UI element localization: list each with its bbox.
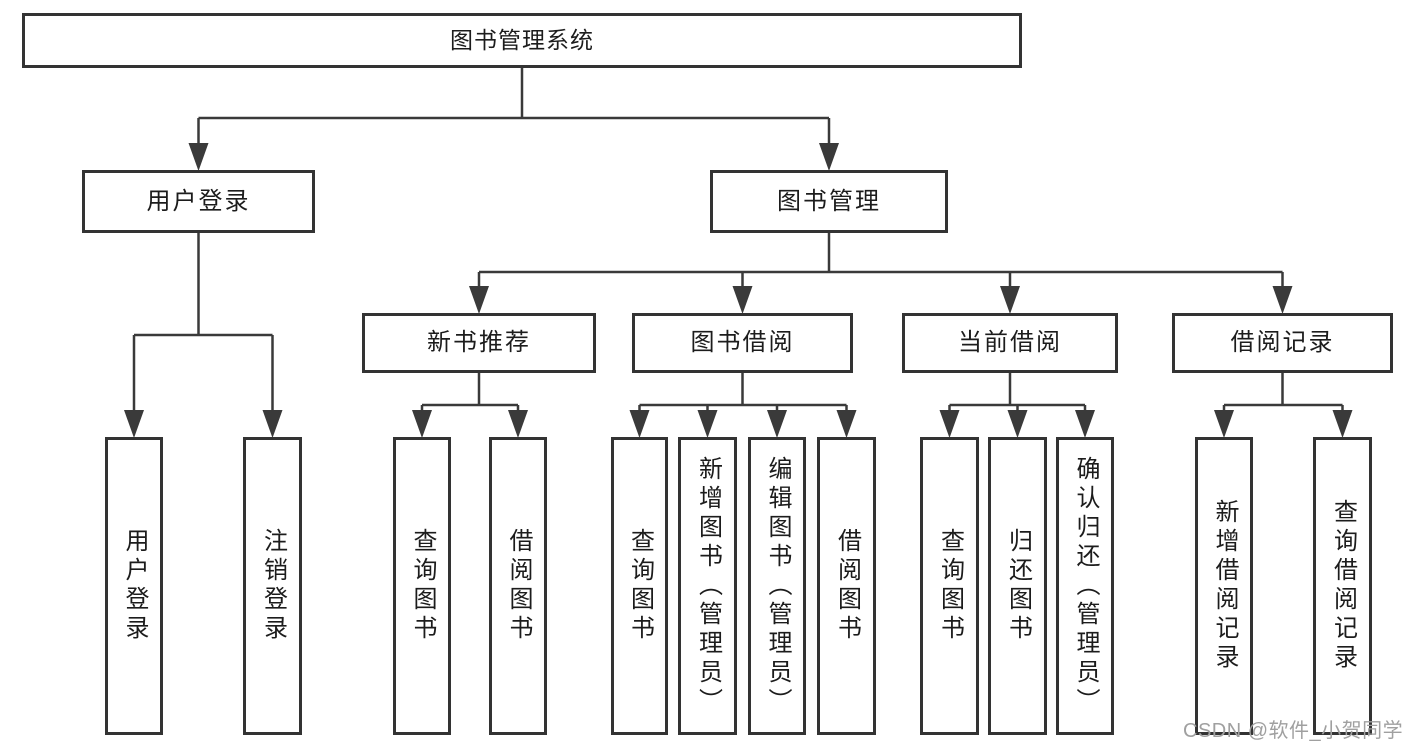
node-leaf-br-query: 查询借阅记录 — [1313, 437, 1372, 735]
node-label: 查询借阅记录 — [1329, 499, 1357, 673]
node-label: 借阅图书 — [505, 528, 532, 644]
connector-user-login — [132, 233, 274, 416]
node-leaf-nbr-query: 查询图书 — [393, 437, 451, 735]
node-user-login: 用户登录 — [82, 170, 315, 233]
node-label: 归还图书 — [1004, 528, 1032, 644]
connector-current-borrow — [948, 373, 1087, 416]
node-book-mgmt: 图书管理 — [710, 170, 948, 233]
node-leaf-nbr-borrow: 借阅图书 — [489, 437, 547, 735]
connector-book-borrow — [638, 373, 848, 416]
connector-book-mgmt — [477, 233, 1284, 292]
arrowhead-leaf-cb-query — [939, 410, 960, 438]
node-leaf-cb-query: 查询图书 — [920, 437, 979, 735]
node-label: 查询图书 — [409, 528, 436, 644]
node-label: 用户登录 — [146, 187, 251, 215]
connector-new-book-rec — [420, 373, 520, 416]
connector-root — [197, 68, 831, 149]
node-leaf-user-login: 用户登录 — [105, 437, 163, 735]
node-label: 借阅记录 — [1230, 329, 1335, 356]
node-leaf-br-add: 新增借阅记录 — [1195, 437, 1253, 735]
node-label: 新增图书（管理员） — [694, 455, 722, 717]
arrowhead-leaf-bb-query — [629, 410, 650, 438]
arrowhead-current-borrow — [1000, 286, 1020, 314]
arrowhead-user-login — [188, 143, 209, 171]
node-label: 当前借阅 — [958, 329, 1062, 356]
arrowhead-leaf-logout — [262, 410, 283, 438]
connector-borrow-records — [1222, 373, 1344, 416]
arrowhead-leaf-br-query — [1332, 410, 1353, 438]
arrowhead-leaf-br-add — [1214, 410, 1234, 438]
arrowhead-leaf-nbr-borrow — [508, 410, 528, 438]
arrowhead-borrow-records — [1272, 286, 1293, 314]
node-label: 图书管理 — [777, 187, 881, 215]
node-borrow-records: 借阅记录 — [1172, 313, 1393, 373]
node-label: 注销登录 — [259, 528, 287, 644]
node-label: 图书管理系统 — [450, 27, 594, 53]
node-leaf-cb-return: 归还图书 — [988, 437, 1047, 735]
node-root: 图书管理系统 — [22, 13, 1022, 68]
node-label: 查询图书 — [936, 528, 964, 644]
node-current-borrow: 当前借阅 — [902, 313, 1118, 373]
node-label: 查询图书 — [626, 528, 654, 644]
node-label: 新增借阅记录 — [1211, 499, 1238, 673]
node-label: 用户登录 — [121, 528, 148, 644]
node-label: 新书推荐 — [427, 329, 531, 356]
node-new-book-rec: 新书推荐 — [362, 313, 596, 373]
node-leaf-logout: 注销登录 — [243, 437, 302, 735]
node-book-borrow: 图书借阅 — [632, 313, 853, 373]
node-label: 图书借阅 — [690, 329, 795, 356]
node-leaf-bb-add: 新增图书（管理员） — [678, 437, 737, 735]
node-label: 编辑图书（管理员） — [764, 455, 791, 717]
arrowhead-leaf-nbr-query — [412, 410, 432, 438]
node-leaf-bb-query: 查询图书 — [611, 437, 668, 735]
node-leaf-bb-borrow: 借阅图书 — [817, 437, 876, 735]
node-label: 借阅图书 — [833, 528, 861, 644]
arrowhead-leaf-bb-add — [697, 410, 718, 438]
arrowhead-book-borrow — [732, 286, 753, 314]
arrowhead-leaf-cb-confirm — [1075, 410, 1095, 438]
arrowhead-leaf-cb-return — [1007, 410, 1028, 438]
arrowhead-leaf-user-login — [124, 410, 144, 438]
arrowhead-leaf-bb-edit — [767, 410, 787, 438]
watermark: CSDN @软件_小贺同学 — [1183, 720, 1404, 742]
node-leaf-bb-edit: 编辑图书（管理员） — [748, 437, 806, 735]
arrowhead-book-mgmt — [819, 143, 839, 171]
node-label: 确认归还（管理员） — [1072, 455, 1099, 717]
arrowhead-new-book-rec — [469, 286, 489, 314]
arrowhead-leaf-bb-borrow — [836, 410, 857, 438]
node-leaf-cb-confirm: 确认归还（管理员） — [1056, 437, 1114, 735]
